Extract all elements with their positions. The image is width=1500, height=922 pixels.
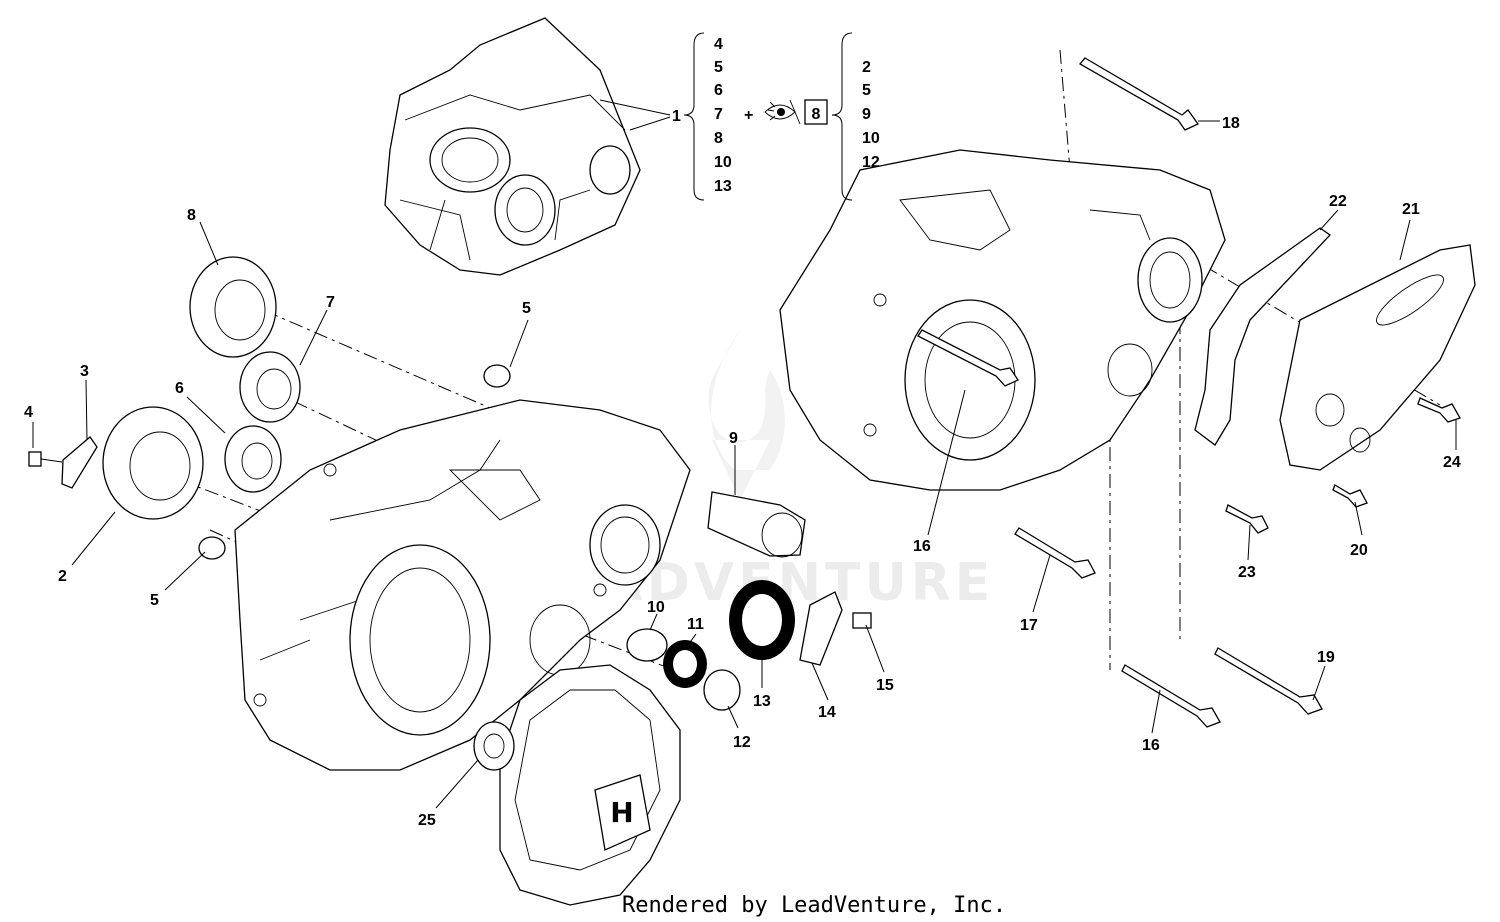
callout-23: 23 xyxy=(1238,564,1256,581)
legend-part-number: 8 xyxy=(714,130,723,147)
callout-10: 10 xyxy=(647,599,665,616)
callout-2: 2 xyxy=(58,568,67,585)
legend-boxed-number: 8 xyxy=(812,106,821,123)
legend-part-number: 7 xyxy=(714,106,723,123)
legend-part-number: 6 xyxy=(714,82,723,99)
callout-5: 5 xyxy=(150,592,159,609)
callout-4: 4 xyxy=(24,404,33,421)
legend-part-number: 13 xyxy=(714,178,732,195)
legend-part-number: 10 xyxy=(862,130,880,147)
callout-20: 20 xyxy=(1350,542,1368,559)
callouts: 8 7 3 4 6 2 5 5 9 10 11 12 13 14 15 16 1… xyxy=(24,115,1461,829)
callout-16: 16 xyxy=(1142,737,1160,754)
legend-boxed-number-frame xyxy=(804,99,828,125)
brand-logo-icon xyxy=(594,774,651,851)
legend-part-number: 2 xyxy=(862,59,871,76)
callout-11: 11 xyxy=(687,616,704,633)
leader-lines xyxy=(32,99,1457,809)
footer-credit: Rendered by LeadVenture, Inc. xyxy=(622,893,1006,918)
callout-14: 14 xyxy=(818,704,836,721)
callout-6: 6 xyxy=(175,380,184,397)
parts xyxy=(28,57,1461,771)
callout-21: 21 xyxy=(1402,201,1420,218)
callout-13: 13 xyxy=(753,693,771,710)
callout-17: 17 xyxy=(1020,617,1038,634)
assembly-legend: 1 4 5 6 7 8 10 13 + 8 2 5 9 10 12 xyxy=(672,32,880,201)
callout-18: 18 xyxy=(1222,115,1240,132)
side-cover xyxy=(1279,244,1476,471)
legend-part-number: 5 xyxy=(862,82,871,99)
crankcase-left-half xyxy=(234,399,691,771)
callout-8: 8 xyxy=(187,207,196,224)
callout-9: 9 xyxy=(729,430,738,447)
legend-part-number: 12 xyxy=(862,154,880,171)
callout-3: 3 xyxy=(80,363,89,380)
legend-plus: + xyxy=(744,107,753,124)
crankcase-assembly-thumbnail xyxy=(384,17,641,276)
legend-part-number: 9 xyxy=(862,106,871,123)
legend-part-number: 4 xyxy=(714,36,723,53)
callout-24: 24 xyxy=(1443,454,1461,471)
legend-part-number: 10 xyxy=(714,154,732,171)
callout-16: 16 xyxy=(913,538,931,555)
callout-25: 25 xyxy=(418,812,436,829)
watermark-logo-icon xyxy=(708,330,785,500)
svg-text:H: H xyxy=(610,796,633,829)
callout-12: 12 xyxy=(733,734,751,751)
callout-5: 5 xyxy=(522,300,531,317)
callout-19: 19 xyxy=(1317,649,1335,666)
inspection-eye-icon xyxy=(764,99,801,125)
ignition-cover: H xyxy=(499,664,681,906)
legend-part-number: 5 xyxy=(714,59,723,76)
legend-assembly-number: 1 xyxy=(672,108,681,125)
cover-gasket xyxy=(1194,227,1331,446)
callout-15: 15 xyxy=(876,677,894,694)
callout-22: 22 xyxy=(1329,193,1347,210)
callout-7: 7 xyxy=(326,294,335,311)
crankcase-right-half xyxy=(779,149,1226,491)
